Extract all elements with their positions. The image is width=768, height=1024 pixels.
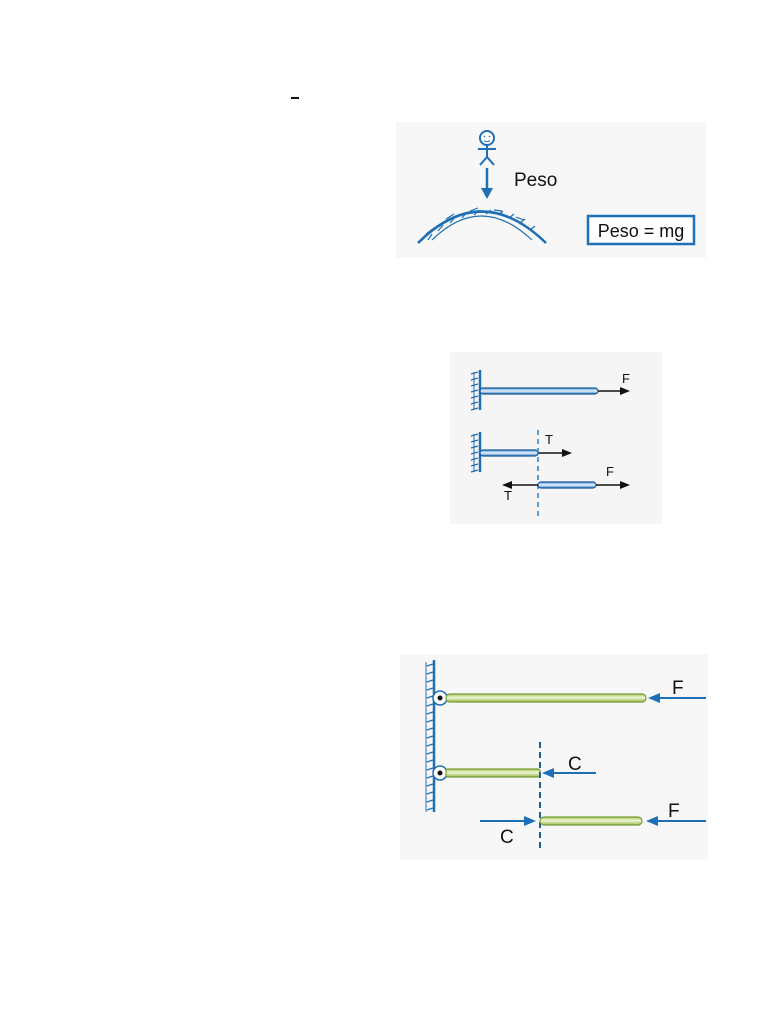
compression-diagram: F C C F — [425, 660, 706, 852]
pin-support-top — [432, 690, 448, 706]
rod-right-piece — [537, 481, 597, 489]
force-label-right-piece: F — [606, 464, 614, 479]
formula-box — [586, 214, 696, 246]
compression-label-left-piece: C — [568, 754, 582, 775]
tension-arrow-right-piece — [502, 481, 538, 489]
tension-label-right-piece: T — [504, 488, 512, 503]
wall-bottom — [470, 432, 482, 473]
person-icon — [478, 130, 496, 166]
wall-top — [470, 370, 482, 411]
tension-diagram: F T F T — [470, 370, 630, 520]
weight-arrow — [481, 168, 493, 199]
rod-left-piece — [445, 768, 541, 778]
tension-diagram-panel: F T F T — [450, 352, 662, 524]
rod-left-piece — [479, 449, 539, 457]
weight-diagram-panel: Peso Peso = mg — [396, 122, 706, 258]
force-label-top: F — [622, 371, 630, 386]
force-label-top: F — [672, 678, 684, 699]
compression-label-right-piece: C — [500, 827, 514, 848]
weight-diagram: Peso Peso = mg — [417, 130, 696, 246]
rod-right-piece — [539, 816, 643, 826]
force-arrow-right-piece — [596, 481, 630, 489]
rod-top — [479, 387, 599, 395]
compression-arrow-right-piece — [480, 816, 536, 826]
wall — [425, 660, 436, 812]
tension-arrow-left-piece — [538, 449, 572, 457]
pin-support-middle — [432, 765, 448, 781]
weight-arrow-label: Peso — [514, 170, 557, 191]
force-arrow-top — [648, 693, 706, 703]
tension-label-left-piece: T — [545, 432, 553, 447]
curved-ground — [417, 207, 547, 244]
force-label-right-piece: F — [668, 801, 680, 822]
compression-diagram-panel: F C C F — [400, 654, 708, 860]
compression-arrow-left-piece — [542, 768, 596, 778]
force-arrow-right-piece — [646, 816, 706, 826]
rod-top — [445, 693, 647, 703]
dash-mark — [291, 97, 299, 99]
force-arrow-top — [598, 387, 630, 395]
formula-text: Peso = mg — [598, 221, 685, 241]
